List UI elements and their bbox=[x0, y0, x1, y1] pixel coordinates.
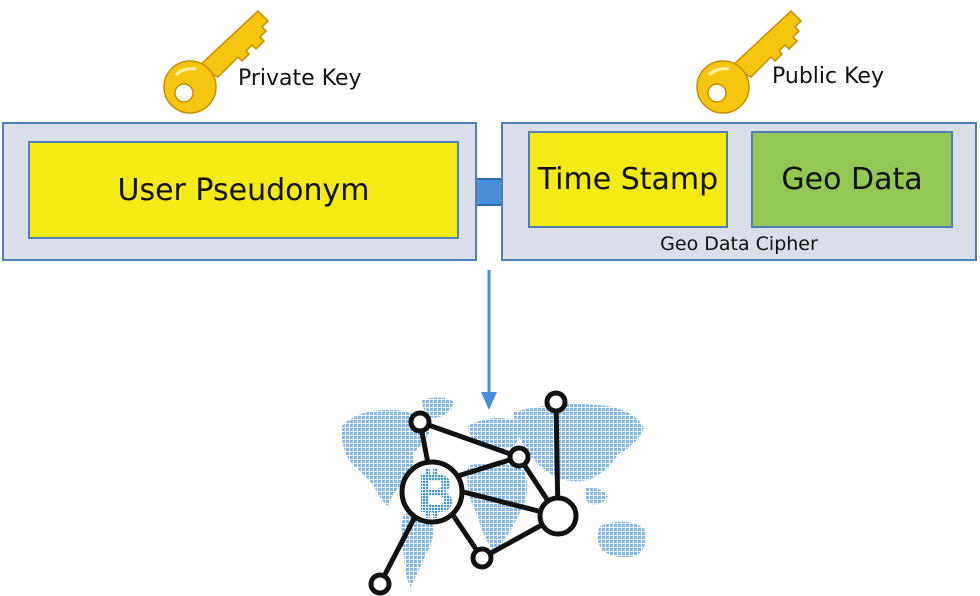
network-node bbox=[470, 546, 494, 570]
bitcoin-icon bbox=[421, 468, 452, 518]
down-arrow-icon bbox=[481, 270, 497, 410]
private-key-label: Private Key bbox=[238, 66, 362, 91]
network-node bbox=[368, 572, 392, 596]
network-node bbox=[537, 495, 579, 537]
private-key-icon bbox=[163, 9, 270, 114]
geo-data-box: Geo Data bbox=[751, 131, 953, 228]
geo-data-label: Geo Data bbox=[781, 162, 923, 197]
public-key-label: Public Key bbox=[772, 64, 884, 89]
user-pseudonym-label: User Pseudonym bbox=[117, 172, 370, 208]
time-stamp-box: Time Stamp bbox=[528, 131, 728, 228]
network-node bbox=[507, 445, 531, 469]
user-pseudonym-box: User Pseudonym bbox=[28, 141, 459, 239]
geo-data-cipher-label: Geo Data Cipher bbox=[660, 233, 818, 255]
box-connector bbox=[477, 178, 501, 206]
public-key-icon bbox=[696, 9, 803, 114]
blockchain-network-icon bbox=[341, 390, 646, 596]
network-node bbox=[408, 410, 432, 434]
world-map-icon bbox=[341, 397, 646, 588]
network-node bbox=[544, 390, 568, 414]
time-stamp-label: Time Stamp bbox=[537, 162, 719, 197]
